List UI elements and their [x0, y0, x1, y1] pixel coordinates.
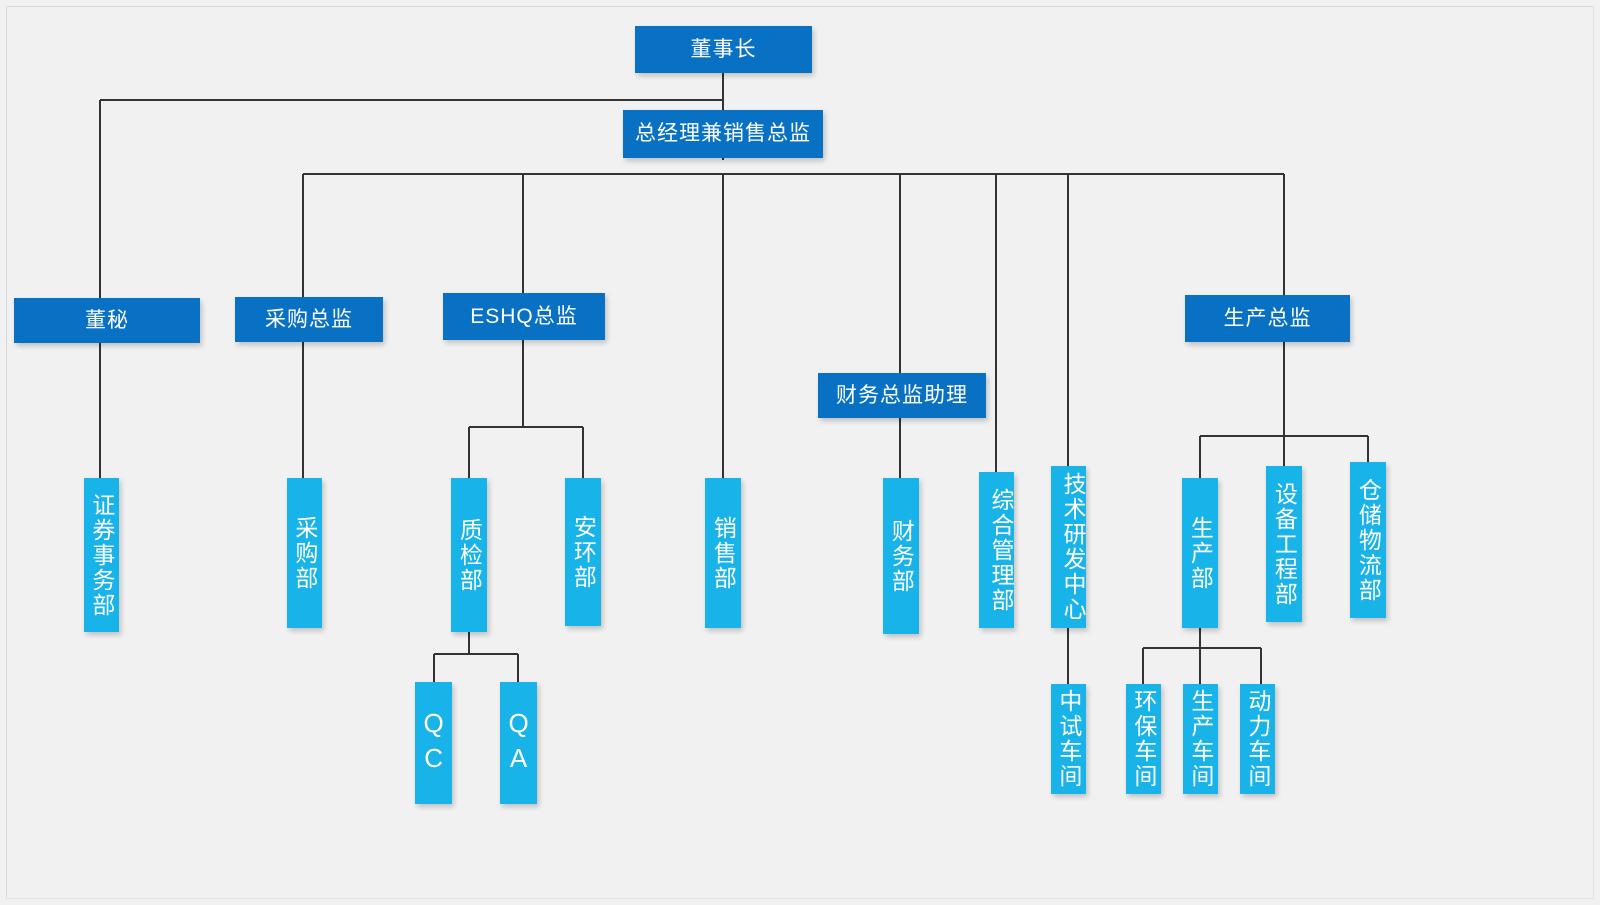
node-purchasing-dept[interactable]: 采购部	[287, 478, 322, 628]
node-general-admin-dept[interactable]: 综合管理部	[979, 472, 1014, 628]
node-gm-sales[interactable]: 总经理兼销售总监	[623, 110, 823, 158]
node-board-secretary[interactable]: 董秘	[14, 298, 200, 343]
node-rd-center[interactable]: 技术研发中心	[1051, 466, 1086, 628]
node-qc-unit[interactable]: QC	[415, 682, 452, 804]
node-equipment-engineering-dept[interactable]: 设备工程部	[1266, 466, 1302, 622]
node-purchasing-director[interactable]: 采购总监	[235, 297, 383, 342]
node-production-workshop[interactable]: 生产车间	[1183, 684, 1218, 794]
node-finance-director-assistant[interactable]: 财务总监助理	[818, 373, 986, 418]
node-qa-unit[interactable]: QA	[500, 682, 537, 804]
node-quality-inspection-dept[interactable]: 质检部	[451, 478, 487, 632]
node-warehouse-logistics-dept[interactable]: 仓储物流部	[1350, 462, 1386, 618]
node-securities-affairs-dept[interactable]: 证券事务部	[84, 478, 119, 632]
node-safety-environment-dept[interactable]: 安环部	[565, 478, 601, 626]
node-finance-dept[interactable]: 财务部	[883, 478, 919, 634]
node-power-workshop[interactable]: 动力车间	[1240, 684, 1275, 794]
node-sales-dept[interactable]: 销售部	[705, 478, 741, 628]
node-pilot-workshop[interactable]: 中试车间	[1051, 684, 1086, 794]
node-chairman[interactable]: 董事长	[635, 26, 812, 73]
node-production-director[interactable]: 生产总监	[1185, 295, 1350, 342]
node-environment-workshop[interactable]: 环保车间	[1126, 684, 1161, 794]
node-eshq-director[interactable]: ESHQ总监	[443, 293, 605, 340]
node-production-dept[interactable]: 生产部	[1182, 478, 1218, 628]
